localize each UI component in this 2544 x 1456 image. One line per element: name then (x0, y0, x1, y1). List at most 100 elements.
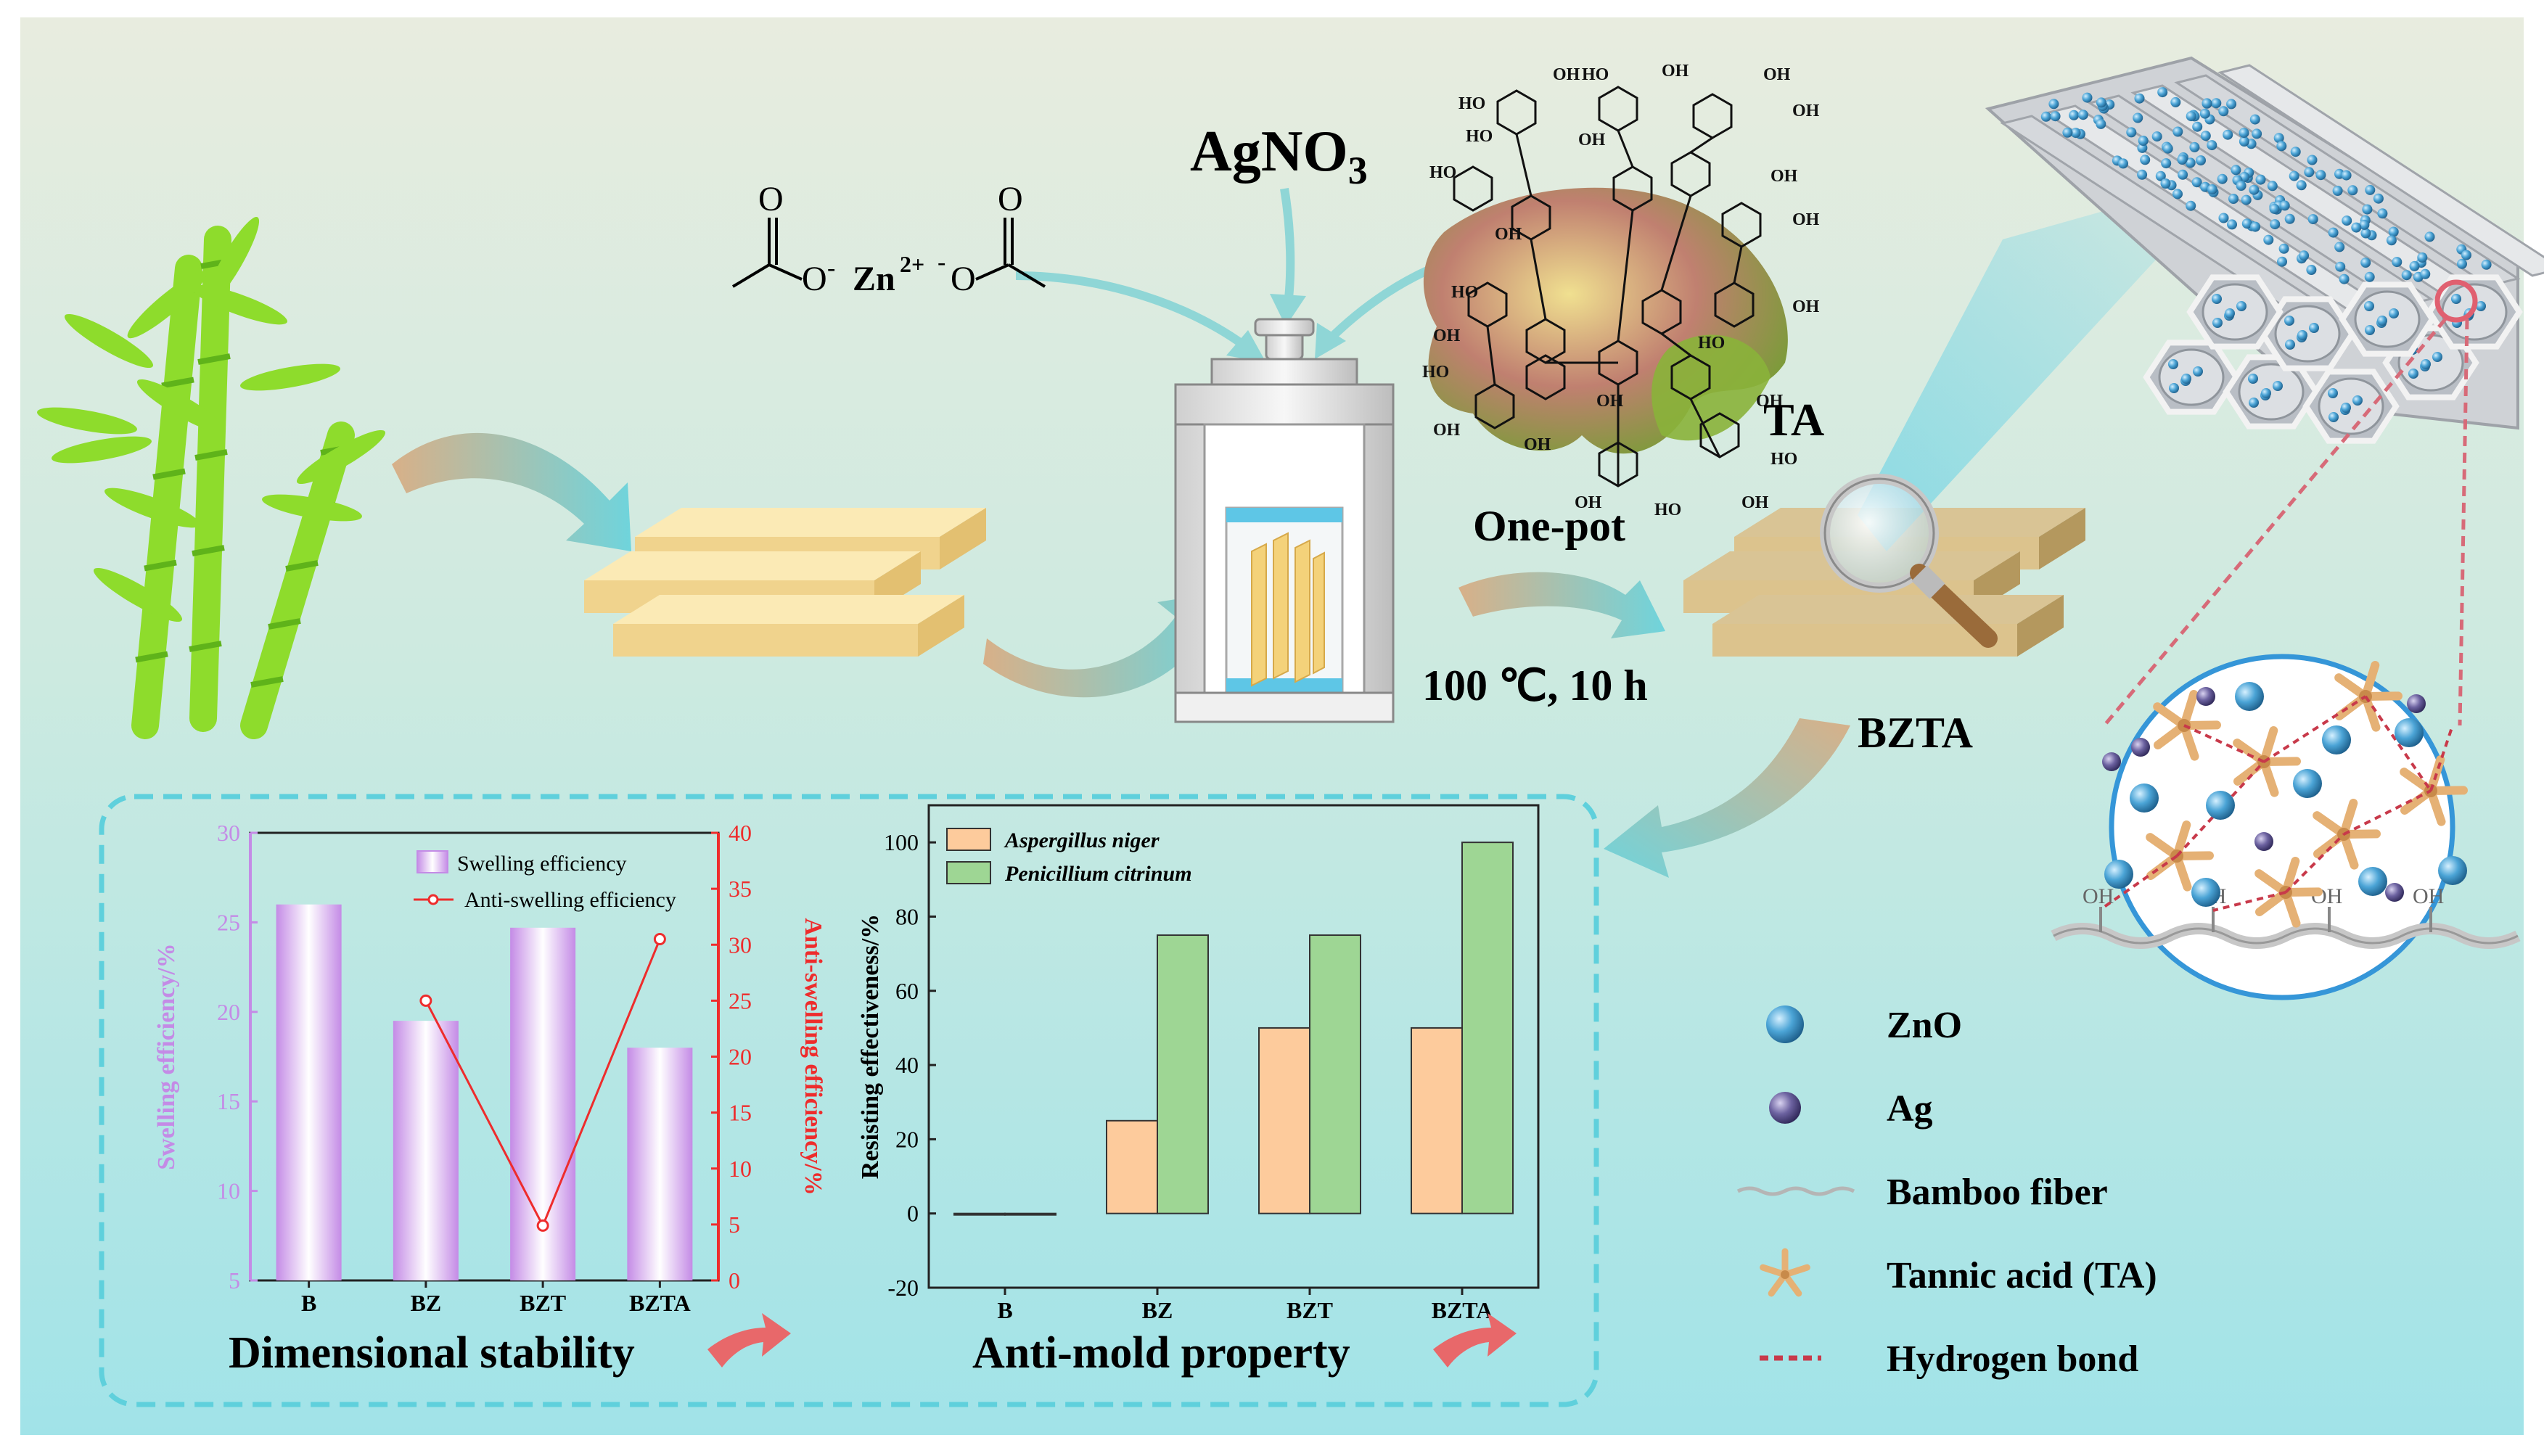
ta-hydroxyl-label: HO (1422, 363, 1449, 382)
ta-hydroxyl-label: HO (1698, 334, 1725, 353)
arrow-agno3-in (1280, 188, 1295, 305)
y2-tick-label: 30 (729, 931, 752, 958)
hydrothermal-reactor-icon (1174, 318, 1395, 723)
zinc-acetate-zn-charge: 2+ (900, 251, 924, 277)
ta-hydroxyl-label: OH (1596, 392, 1624, 411)
zinc-acetate-minus-left: - (827, 255, 835, 281)
anti-swelling-point (419, 994, 432, 1007)
penicillium-bar (1157, 934, 1209, 1214)
ta-hydroxyl-label: OH (1770, 167, 1798, 186)
swelling-bar (393, 1021, 459, 1280)
zinc-acetate-structure: O O - Zn 2+ - O O (731, 180, 1046, 298)
reaction-conditions-label: 100 ℃, 10 h (1422, 662, 1648, 710)
y2-axis-label: Anti-swelling efficiency/% (800, 918, 826, 1195)
ta-hydroxyl-label: OH (1792, 210, 1820, 229)
y-tick-label: 0 (907, 1201, 919, 1227)
ta-hydroxyl-label: OH (1524, 435, 1551, 454)
zinc-acetate-o-right: O (998, 180, 1023, 218)
zinc-acetate-o-minus-right: O (951, 260, 976, 298)
ta-hydroxyl-label: OH (1763, 65, 1791, 84)
ta-hydroxyl-label: OH (1741, 493, 1769, 512)
ta-hydroxyl-label: HO (1429, 163, 1456, 182)
arrow-bamboo-to-boards (392, 432, 631, 551)
y-tick-label: 20 (217, 999, 240, 1025)
y-tick-label: 80 (895, 903, 919, 929)
zinc-acetate-minus-right: - (937, 249, 945, 276)
ta-hydroxyl-label: HO (1466, 127, 1493, 146)
chart2-legend-label: Aspergillus niger (1004, 828, 1160, 852)
penicillium-bar (1004, 1212, 1056, 1216)
anti-mold-title: Anti-mold property (972, 1328, 1350, 1378)
y2-tick-label: 25 (729, 987, 752, 1013)
red-arrow-icon (707, 1313, 791, 1367)
ta-hydroxyl-label: HO (1770, 450, 1797, 469)
red-arrow-icon-2 (1433, 1313, 1517, 1367)
y-axis-label: Resisting effectiveness/% (857, 914, 884, 1179)
ta-hydroxyl-label: OH (1575, 493, 1602, 512)
ta-hydroxyl-label: OH (1792, 102, 1820, 120)
chart2-legend-label: Penicillium citrinum (1004, 862, 1192, 886)
zoom-line-right (2458, 318, 2469, 726)
legend-label: Tannic acid (TA) (1887, 1255, 2157, 1296)
ta-hydroxyl-label: HO (1654, 501, 1681, 519)
zinc-acetate-o-left: O (758, 180, 784, 218)
chart2-frame (927, 804, 1540, 1289)
anti-swelling-point (536, 1219, 549, 1232)
dimensional-stability-title: Dimensional stability (229, 1328, 635, 1378)
zoom-line-left (2103, 318, 2447, 727)
ta-hydroxyl-label: OH (1578, 131, 1606, 149)
bamboo-plant-icon (37, 216, 386, 739)
aspergillus-bar (1411, 1027, 1463, 1214)
ta-hydroxyl-label: OH (1553, 65, 1580, 84)
x-tick-label: BZ (1142, 1297, 1173, 1323)
bamboo-boards-icon (584, 508, 986, 657)
bamboo-fiber-wave-icon (1736, 1186, 1855, 1196)
y2-tick-label: 5 (729, 1212, 740, 1238)
y2-tick-label: 20 (729, 1044, 752, 1070)
zoom-panel: OHOHOHOH (2051, 654, 2521, 1000)
x-tick-label: B (301, 1290, 316, 1316)
magnifying-glass-icon (1820, 474, 1998, 648)
ta-hydroxyl-label: OH (1495, 225, 1522, 244)
legend-label: ZnO (1887, 1005, 1962, 1046)
y-tick-label: 10 (217, 1178, 240, 1204)
zinc-acetate-zn: Zn (853, 260, 895, 298)
y-tick-label: 20 (895, 1126, 919, 1152)
legend-label: Ag (1887, 1088, 1933, 1130)
ta-label: TA (1763, 394, 1824, 445)
y-tick-label: 5 (229, 1267, 240, 1293)
legend-label: Bamboo fiber (1887, 1172, 2108, 1213)
x-tick-label: BZ (411, 1290, 442, 1316)
arrow-zinc-acetate-in (1015, 271, 1251, 352)
y-tick-label: 60 (895, 978, 919, 1004)
zoom-highlight-circle (2434, 279, 2478, 323)
swelling-bar (627, 1048, 693, 1280)
bzta-product-label: BZTA (1858, 709, 1973, 757)
zinc-acetate-o-minus-left: O (802, 260, 827, 298)
arrow-product-to-results (1604, 718, 1850, 878)
aspergillus-bar (953, 1212, 1006, 1216)
ta-hydroxyl-label: HO (1458, 94, 1485, 113)
y-tick-label: -20 (887, 1275, 919, 1301)
x-tick-label: BZT (1287, 1297, 1333, 1323)
arrow-reactor-to-product (1458, 572, 1665, 638)
ta-hydroxyl-label: OH (1433, 421, 1461, 440)
swelling-bar (276, 904, 342, 1280)
penicillium-bar (1309, 934, 1361, 1214)
y2-tick-label: 10 (729, 1156, 752, 1182)
agno3-label: AgNO3 (1190, 120, 1368, 192)
chart1-legend-anti-swelling: Anti-swelling efficiency (464, 888, 676, 912)
one-pot-label: One-pot (1473, 502, 1625, 550)
zno-sphere-icon (1766, 1005, 1804, 1043)
tannic-acid-star-icon (1760, 1248, 1810, 1297)
ag-sphere-icon (1769, 1092, 1801, 1124)
x-tick-label: BZT (520, 1290, 566, 1316)
y-axis-label: Swelling efficiency/% (153, 943, 180, 1170)
x-tick-label: B (997, 1297, 1012, 1323)
aspergillus-bar (1258, 1027, 1310, 1214)
ta-hydroxyl-label: OH (1792, 297, 1820, 316)
